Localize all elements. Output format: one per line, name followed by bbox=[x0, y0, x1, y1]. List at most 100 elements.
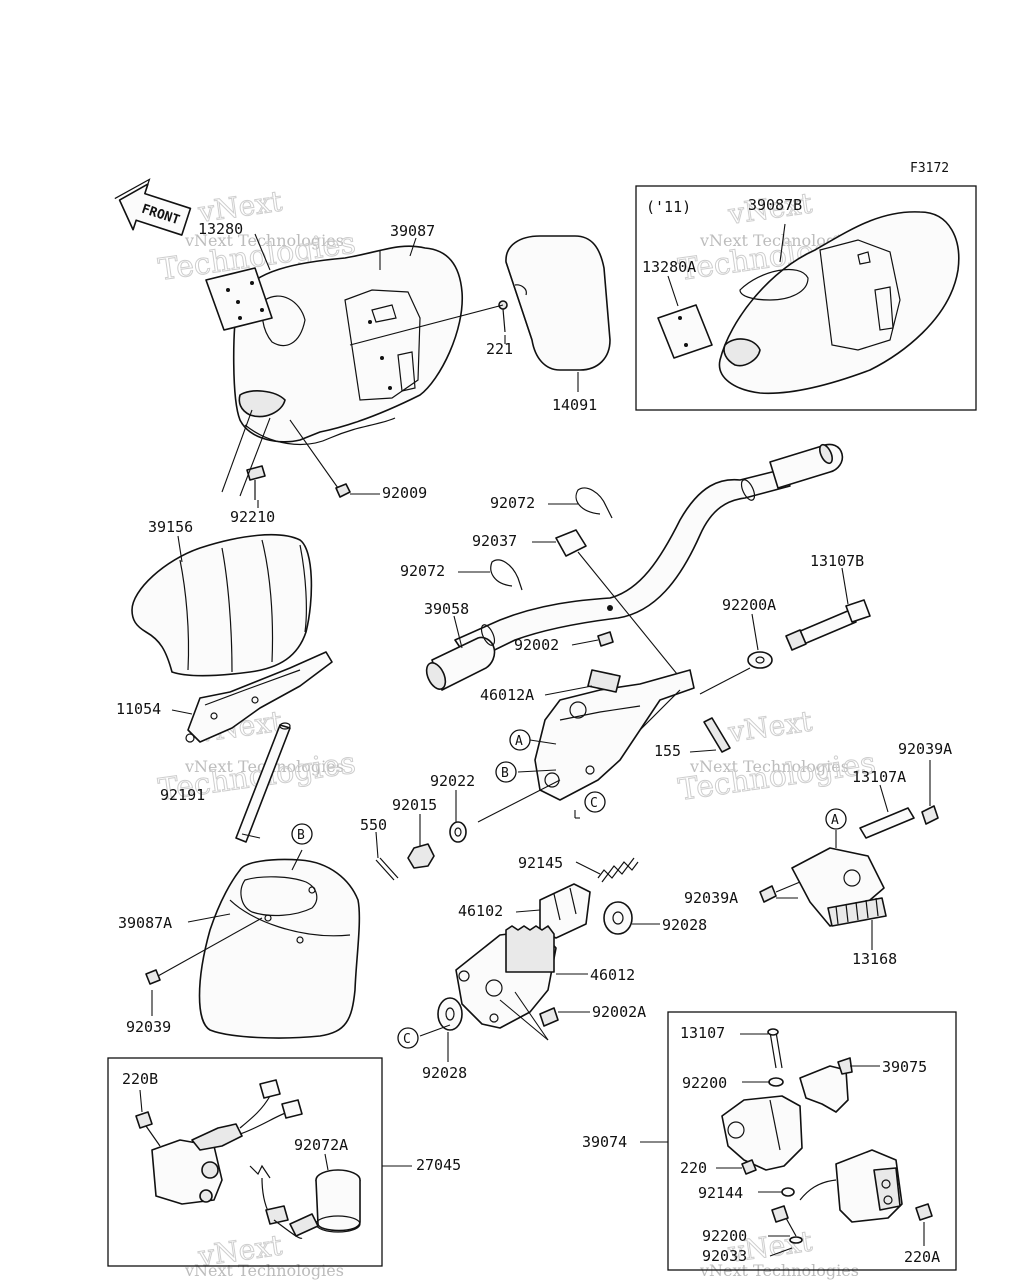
washer-92200A bbox=[747, 651, 773, 669]
label-92145: 92145 bbox=[518, 854, 563, 872]
svg-text:A: A bbox=[515, 734, 523, 749]
figure-code: F3172 bbox=[910, 161, 949, 176]
throttle-kit-box bbox=[667, 1011, 957, 1271]
clip-92210 bbox=[246, 465, 266, 500]
bushing-92144 bbox=[781, 1187, 795, 1197]
screw-92039A bbox=[759, 885, 777, 903]
leader-lines bbox=[139, 233, 931, 1257]
label-27045: 27045 bbox=[416, 1156, 461, 1174]
label-92039: 92039 bbox=[126, 1018, 171, 1036]
label-220: 220 bbox=[680, 1159, 707, 1177]
label-92002: 92002 bbox=[514, 636, 559, 654]
label-13280: 13280 bbox=[198, 220, 243, 238]
screw-92039A bbox=[921, 805, 939, 825]
panel-13280 bbox=[205, 267, 273, 331]
switch-kit-box bbox=[107, 1057, 383, 1267]
washer-92028 bbox=[437, 997, 463, 1031]
svg-text:C: C bbox=[590, 796, 598, 811]
label-92009: 92009 bbox=[382, 484, 427, 502]
label-13168: 13168 bbox=[852, 950, 897, 968]
screw-221 bbox=[498, 300, 508, 333]
label-92037: 92037 bbox=[472, 532, 517, 550]
label-13280A: 13280A bbox=[642, 258, 696, 276]
shroud-39087A bbox=[198, 858, 361, 1039]
part-labels: 13280 39087 221 14091 92009 92210 39087B… bbox=[116, 196, 952, 1266]
label-220B: 220B bbox=[122, 1070, 158, 1088]
bracket-13168 bbox=[791, 847, 887, 927]
label-92072A: 92072A bbox=[294, 1136, 348, 1154]
label-92033: 92033 bbox=[702, 1247, 747, 1265]
bolt-92002 bbox=[597, 631, 614, 647]
spring-92145 bbox=[597, 857, 639, 883]
label-13107A: 13107A bbox=[852, 768, 906, 786]
steering-holder-46012A bbox=[534, 669, 695, 801]
label-92039A-top: 92039A bbox=[898, 740, 952, 758]
label-39058: 39058 bbox=[424, 600, 469, 618]
front-arrow-icon: FRONT bbox=[114, 178, 192, 236]
label-92015: 92015 bbox=[392, 796, 437, 814]
label-550: 550 bbox=[360, 816, 387, 834]
label-92072-top: 92072 bbox=[490, 494, 535, 512]
cable-tie-92072 bbox=[490, 559, 523, 591]
label-155: 155 bbox=[654, 742, 681, 760]
watermark-text: vNext Technologies bbox=[699, 231, 859, 250]
pin-13107A bbox=[859, 807, 915, 839]
label-220A: 220A bbox=[904, 1248, 940, 1266]
svg-text:B: B bbox=[501, 766, 509, 781]
label-39087A: 39087A bbox=[118, 914, 172, 932]
label-92144: 92144 bbox=[698, 1184, 743, 1202]
bolt-13107B bbox=[785, 599, 871, 651]
callout-b-lower: B bbox=[291, 823, 313, 845]
lever-39075 bbox=[799, 1057, 853, 1113]
label-46102: 46102 bbox=[458, 902, 503, 920]
label-92028-upper: 92028 bbox=[662, 916, 707, 934]
svg-text:A: A bbox=[831, 813, 839, 828]
nut-92015 bbox=[407, 843, 435, 869]
label-92002A: 92002A bbox=[592, 1003, 646, 1021]
switch-unit bbox=[799, 1149, 903, 1223]
label-46012: 46012 bbox=[590, 966, 635, 984]
clamp-92037 bbox=[555, 529, 691, 691]
throttle-housing-39074 bbox=[721, 1095, 803, 1171]
watermark-text: vNext Technologies bbox=[184, 231, 344, 250]
year-variant-box bbox=[635, 185, 977, 411]
handlebar-cover-39087 bbox=[232, 245, 463, 445]
label-92039A: 92039A bbox=[684, 889, 738, 907]
switch-27045 bbox=[151, 1079, 303, 1205]
panel-13280A bbox=[657, 304, 713, 359]
steering-holder-46012 bbox=[455, 925, 557, 1029]
pin-550 bbox=[375, 857, 399, 881]
label-92200-lower: 92200 bbox=[702, 1227, 747, 1245]
label-39075: 39075 bbox=[882, 1058, 927, 1076]
rod-92191 bbox=[235, 722, 291, 843]
handlebar-39058 bbox=[425, 443, 844, 691]
callout-a-right: A bbox=[825, 808, 847, 830]
year-note: ('11) bbox=[646, 198, 691, 216]
watermark-text: vNext Technologies bbox=[689, 757, 849, 776]
label-39087B: 39087B bbox=[748, 196, 802, 214]
svg-text:B: B bbox=[297, 828, 305, 843]
label-13107: 13107 bbox=[680, 1024, 725, 1042]
bolt-13107 bbox=[767, 1028, 783, 1069]
label-92022: 92022 bbox=[430, 772, 475, 790]
label-46012A: 46012A bbox=[480, 686, 534, 704]
handlebar-cover-39087B bbox=[718, 211, 960, 395]
callout-a: A bbox=[509, 729, 531, 751]
label-13107B: 13107B bbox=[810, 552, 864, 570]
washer-92200 bbox=[768, 1077, 784, 1087]
screw-92039 bbox=[145, 969, 161, 985]
cover-39156 bbox=[131, 533, 313, 677]
screw-220A bbox=[915, 1203, 933, 1221]
svg-text:C: C bbox=[403, 1032, 411, 1047]
label-14091: 14091 bbox=[552, 396, 597, 414]
screw-220B bbox=[135, 1111, 161, 1147]
lanyard-clip bbox=[249, 1164, 303, 1239]
callout-b: B bbox=[495, 761, 517, 783]
watermark-text: vNext Technologies bbox=[184, 1261, 344, 1280]
callout-c-lower: C bbox=[397, 1027, 419, 1049]
label-92200A: 92200A bbox=[722, 596, 776, 614]
bolt-92002A bbox=[539, 1007, 559, 1027]
cable-tie-92072 bbox=[575, 487, 613, 519]
pad-14091 bbox=[505, 235, 611, 371]
label-92200-upper: 92200 bbox=[682, 1074, 727, 1092]
